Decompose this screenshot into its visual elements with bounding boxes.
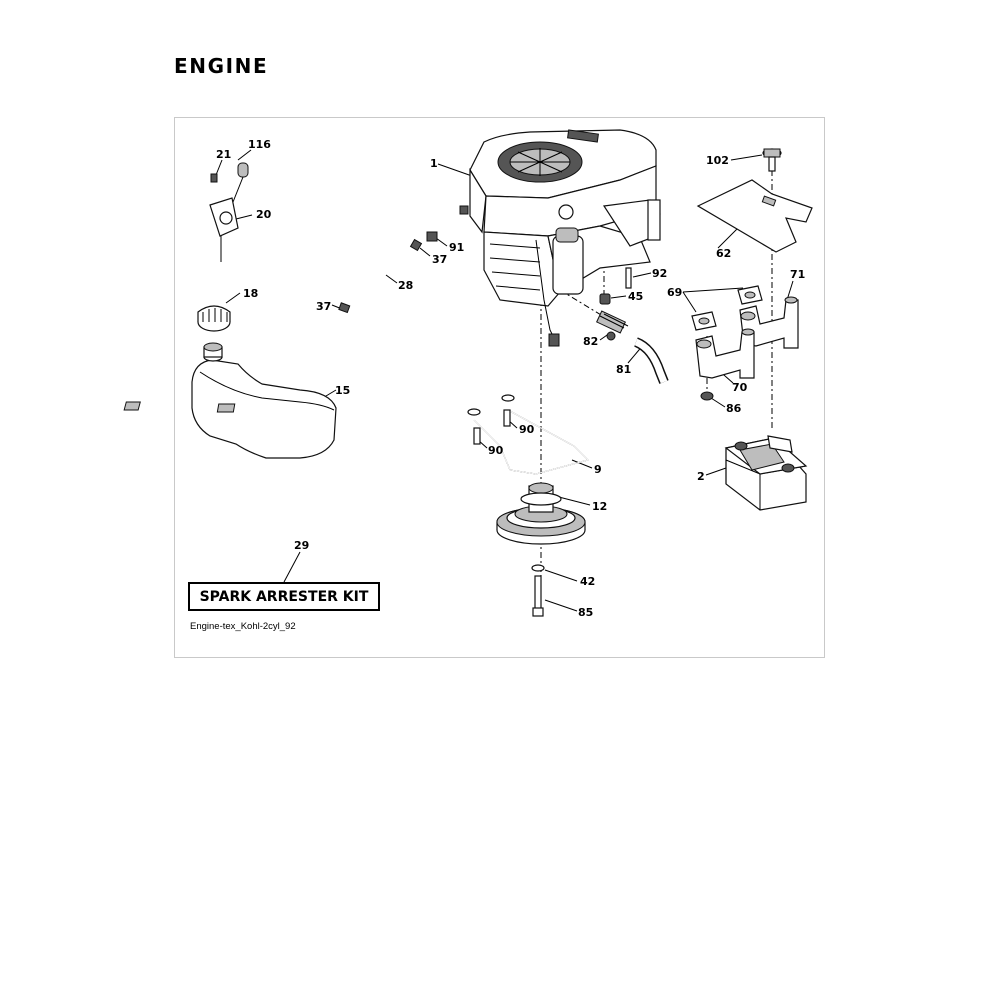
callout-12: 12 [592, 500, 607, 513]
callout-labels: 116 21 20 1 102 62 91 37 28 37 18 92 45 … [216, 138, 805, 619]
exhaust-gaskets [691, 285, 763, 331]
clamp-37b [338, 302, 351, 314]
heat-shield [696, 179, 813, 253]
callout-20: 20 [256, 208, 272, 221]
knob-102 [762, 148, 782, 172]
clamp-37a [409, 238, 423, 252]
callout-21: 21 [216, 148, 231, 161]
callout-102: 102 [706, 154, 729, 167]
bolt-85 [532, 575, 544, 617]
callout-91: 91 [449, 241, 464, 254]
callout-85: 85 [578, 606, 593, 619]
bolt-92 [599, 267, 632, 305]
callout-9: 9 [594, 463, 602, 476]
spark-arrester-kit-label: SPARK ARRESTER KIT [188, 582, 380, 611]
callout-82: 82 [583, 335, 598, 348]
hose-81 [633, 337, 669, 384]
fuel-line [338, 231, 438, 314]
nut-86 [700, 391, 714, 401]
bracket-9 [467, 394, 589, 475]
callout-116: 116 [248, 138, 271, 151]
callout-37b: 37 [316, 300, 331, 313]
callout-90a: 90 [519, 423, 535, 436]
callout-70: 70 [732, 381, 748, 394]
callout-15: 15 [335, 384, 350, 397]
fuel-cap [197, 305, 231, 332]
callout-62: 62 [716, 247, 731, 260]
diagram-frame [174, 117, 825, 658]
drawing-id: Engine-tex_Kohl-2cyl_92 [190, 621, 296, 632]
pulley-12 [496, 482, 586, 545]
callout-2: 2 [697, 470, 705, 483]
callout-90b: 90 [488, 444, 504, 457]
screw-21 [210, 173, 218, 183]
callout-37a: 37 [432, 253, 447, 266]
callout-81: 81 [616, 363, 631, 376]
throttle-control-assembly [209, 162, 249, 262]
exhaust-pipe-70 [695, 328, 755, 379]
callout-86: 86 [726, 402, 742, 415]
callout-29: 29 [294, 539, 309, 552]
fitting-91 [426, 231, 438, 242]
callout-1: 1 [430, 157, 438, 170]
connector-82 [596, 310, 629, 341]
engine-assembly [459, 129, 661, 347]
callout-92: 92 [652, 267, 667, 280]
muffler [724, 435, 808, 511]
callout-28: 28 [398, 279, 413, 292]
page-title: ENGINE [174, 54, 269, 78]
knob-116 [237, 162, 249, 178]
callout-69: 69 [667, 286, 682, 299]
callout-71: 71 [790, 268, 805, 281]
fuel-tank [123, 342, 337, 459]
callout-18: 18 [243, 287, 258, 300]
nut-45 [599, 293, 611, 305]
bolts-90 [473, 409, 511, 445]
washer-42 [531, 564, 545, 572]
callout-42: 42 [580, 575, 595, 588]
callout-45: 45 [628, 290, 643, 303]
